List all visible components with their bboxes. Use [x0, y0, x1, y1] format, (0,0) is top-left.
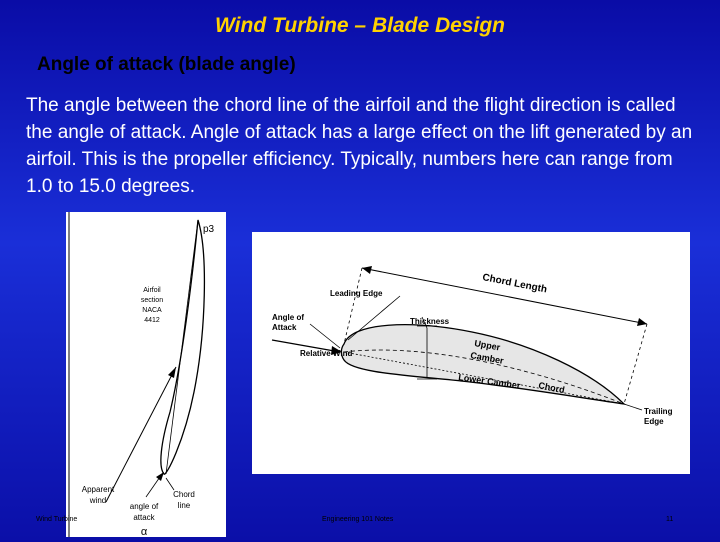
right-airfoil-figure: Chord Length Leading Edge Angle of Attac…	[252, 232, 690, 474]
chord-line	[165, 219, 199, 475]
slide-body-text: The angle between the chord line of the …	[26, 95, 693, 197]
chord-length-label: Chord Length	[481, 272, 547, 295]
airfoil-label-3: NACA	[142, 307, 162, 314]
footer-page-number: 11	[666, 516, 674, 523]
chord-label: Chord	[538, 380, 566, 395]
mean-camber-line	[343, 349, 625, 405]
leading-edge-label: Leading Edge	[330, 289, 383, 298]
airfoil-label-4: 4412	[144, 317, 160, 324]
left-airfoil-diagram: p3 Airfoil section NACA 4412 Apparent wi…	[68, 212, 215, 538]
airfoil-label-2: section	[141, 297, 163, 304]
footer-left: Wind Turbine	[36, 516, 78, 523]
slide-subtitle: Angle of attack (blade angle)	[37, 54, 296, 75]
airfoil-body	[340, 324, 626, 405]
angle-of-attack-label-1: Angle of	[272, 313, 304, 322]
relative-wind-arrow	[271, 339, 341, 353]
airfoil-label-1: Airfoil	[143, 287, 161, 294]
footer-center: Engineering 101 Notes	[322, 516, 394, 523]
alpha-symbol: α	[141, 526, 148, 537]
slide-title: Wind Turbine – Blade Design	[215, 14, 505, 37]
left-airfoil-figure: p3 Airfoil section NACA 4412 Apparent wi…	[66, 212, 226, 538]
right-airfoil-diagram: Chord Length Leading Edge Angle of Attac…	[271, 266, 673, 426]
upper-camber-label-1: Upper	[474, 338, 502, 352]
relative-wind-label: Relative Wind	[300, 349, 352, 358]
apparent-wind-arrow	[105, 366, 177, 503]
trailing-edge-label-2: Edge	[644, 417, 664, 426]
chord-line	[343, 351, 625, 405]
angle-of-attack-label-2: attack	[133, 513, 155, 522]
angle-of-attack-label-1: angle of	[130, 502, 159, 511]
thickness-label: Thickness	[410, 317, 450, 326]
apparent-wind-label-2: wind	[89, 496, 106, 505]
apparent-wind-label-1: Apparent	[82, 485, 115, 494]
label-p3: p3	[203, 224, 215, 235]
airfoil-outline	[160, 219, 206, 475]
chord-line-label-1: Chord	[173, 490, 195, 499]
trailing-edge-label-1: Trailing	[644, 407, 673, 416]
angle-of-attack-label-2: Attack	[272, 323, 297, 332]
chord-line-label-2: line	[178, 501, 191, 510]
